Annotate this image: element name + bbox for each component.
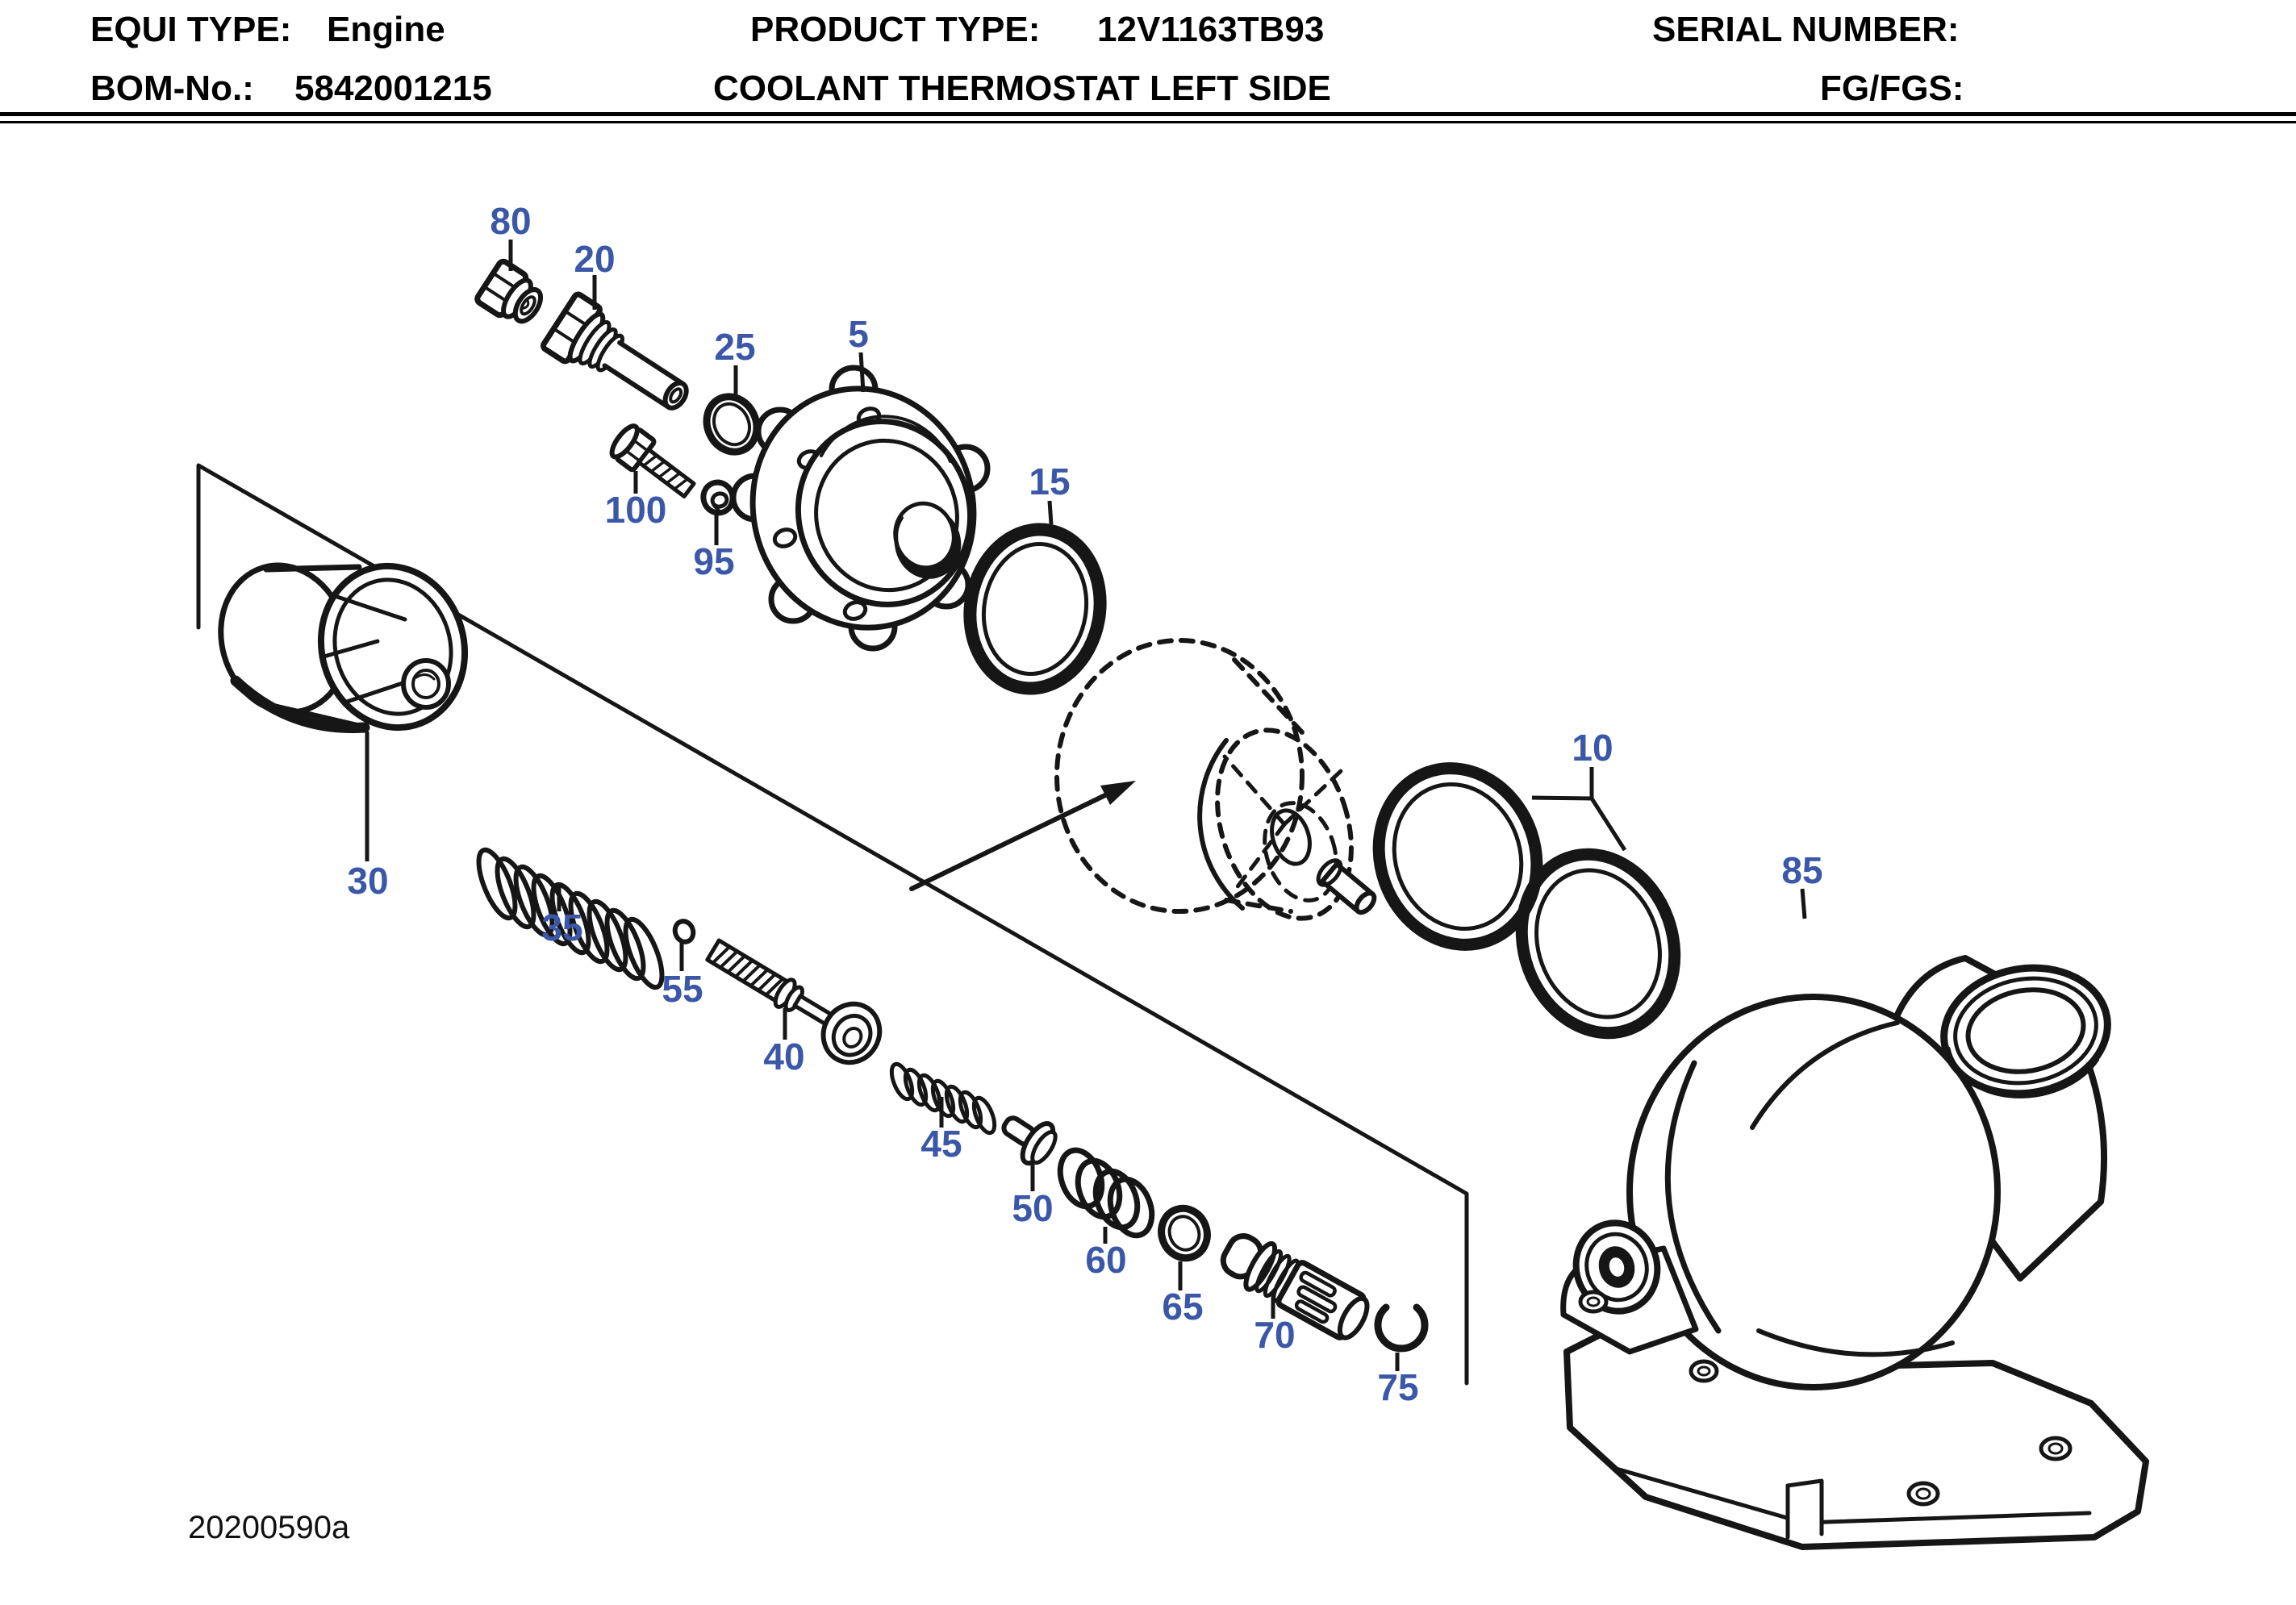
equi-type-value: Engine <box>327 10 445 49</box>
part-10-sealing-rings <box>1372 762 1681 1040</box>
drawing-number: 20200590a <box>188 1510 350 1545</box>
part-80-plug-nut <box>474 258 544 324</box>
thermostat-element-ghost <box>1054 638 1377 921</box>
part-60-spring <box>1057 1147 1155 1239</box>
callout-50: 50 <box>1012 1187 1053 1229</box>
bom-number-value: 5842001215 <box>294 69 492 108</box>
part-15-oring <box>963 523 1107 695</box>
part-20-union-sleeve <box>541 291 689 411</box>
part-55-retaining-ring <box>672 919 696 944</box>
product-type-value: 12V1163TB93 <box>1097 10 1325 49</box>
pointer-arrow <box>909 781 1136 891</box>
part-85-housing <box>1560 955 2149 1550</box>
callout-20: 20 <box>574 238 615 280</box>
part-65-oring <box>1158 1204 1211 1262</box>
leader-line-5 <box>858 352 866 393</box>
header-rule-thin <box>0 121 2296 123</box>
callout-70: 70 <box>1254 1314 1295 1356</box>
part-5-cover <box>730 365 991 652</box>
part-95-seal-washer <box>700 479 736 516</box>
part-45-spring <box>889 1061 997 1136</box>
bom-number-label: BOM-No.: <box>90 69 254 108</box>
part-25-oring <box>703 393 761 456</box>
callout-30: 30 <box>347 860 388 902</box>
part-70-valve-piston <box>1220 1233 1370 1340</box>
part-30-sleeve-cup <box>218 562 469 733</box>
part-75-circlip <box>1374 1303 1429 1353</box>
part-50-valve-pin <box>1001 1115 1058 1166</box>
callout-40: 40 <box>763 1036 804 1078</box>
callout-25: 25 <box>714 326 755 368</box>
callout-75: 75 <box>1377 1366 1418 1408</box>
callout-80: 80 <box>490 200 531 242</box>
product-type-label: PRODUCT TYPE: <box>750 10 1041 49</box>
callout-100: 100 <box>605 489 667 531</box>
callout-45: 45 <box>920 1123 962 1165</box>
callout-65: 65 <box>1162 1286 1203 1328</box>
page-title: COOLANT THERMOSTAT LEFT SIDE <box>713 69 1331 108</box>
serial-number-label: SERIAL NUMBER: <box>1652 10 1960 49</box>
part-100-bolt <box>609 423 696 499</box>
leader-line-85 <box>1800 888 1807 919</box>
callout-10: 10 <box>1572 727 1613 769</box>
callout-layer: 80 20 25 5 100 95 15 10 30 35 55 40 45 50 60 65 70 75 85 <box>347 200 1822 1408</box>
header-rule-thick <box>0 112 2296 116</box>
callout-35: 35 <box>541 907 582 948</box>
callout-15: 15 <box>1029 461 1070 502</box>
part-40-push-rod <box>705 938 883 1065</box>
leader-line-10-1 <box>1589 797 1627 852</box>
fg-fgs-label: FG/FGS: <box>1820 69 1964 108</box>
leader-line-15 <box>1047 500 1054 525</box>
equi-type-label: EQUI TYPE: <box>90 10 292 49</box>
housing-flange-holes <box>1578 1290 2073 1507</box>
part-35-spring <box>476 847 665 990</box>
callout-55: 55 <box>662 968 703 1010</box>
callout-85: 85 <box>1781 849 1822 891</box>
detail-boundary-line <box>196 463 1469 1386</box>
callout-60: 60 <box>1085 1239 1126 1281</box>
callout-95: 95 <box>693 540 734 582</box>
callout-5: 5 <box>848 313 869 355</box>
leader-line-10 <box>1531 767 1594 801</box>
